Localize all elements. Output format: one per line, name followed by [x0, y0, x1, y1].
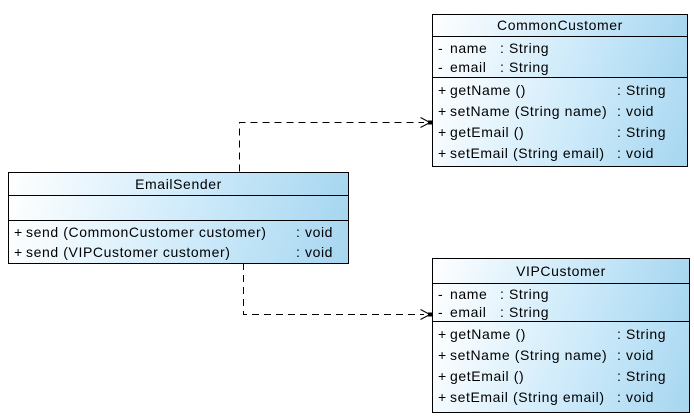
attributes-compartment-empty[interactable] — [9, 196, 348, 221]
method-row[interactable]: + send (CommonCustomer customer) : void — [9, 222, 348, 242]
connector-endpoint-dot — [428, 120, 432, 125]
method-signature: getEmail () — [450, 124, 525, 140]
method-return-type: : void — [617, 145, 655, 161]
class-title[interactable]: CommonCustomer — [433, 15, 687, 37]
method-return-type: : String — [617, 82, 667, 98]
method-signature: setName (String name) — [450, 103, 608, 119]
method-row[interactable]: + setName (String name) : void — [433, 345, 689, 366]
method-signature: getName () — [450, 326, 527, 342]
attribute-type: : String — [500, 304, 550, 320]
attribute-type: : String — [500, 40, 550, 56]
method-return-type: : void — [617, 103, 655, 119]
visibility-marker: - — [438, 304, 444, 320]
methods-compartment: + send (CommonCustomer customer) : void … — [9, 221, 348, 263]
attributes-compartment: - name : String - email : String — [433, 37, 687, 78]
method-row[interactable]: + getName () : String — [433, 324, 689, 345]
method-row[interactable]: + getName () : String — [433, 80, 687, 101]
methods-compartment: + getName () : String + setName (String … — [433, 78, 687, 166]
visibility-marker: + — [438, 368, 447, 384]
visibility-marker: - — [438, 59, 444, 75]
visibility-marker: + — [14, 224, 23, 240]
attribute-row[interactable]: - email : String — [433, 303, 689, 321]
method-signature: setEmail (String email) — [450, 145, 605, 161]
methods-compartment: + getName () : String + setName (String … — [433, 322, 689, 412]
visibility-marker: + — [438, 326, 447, 342]
visibility-marker: - — [438, 286, 444, 302]
method-row[interactable]: + setName (String name) : void — [433, 101, 687, 122]
method-signature: send (CommonCustomer customer) — [26, 224, 267, 240]
method-signature: setEmail (String email) — [450, 389, 605, 405]
attributes-compartment: - name : String - email : String — [433, 284, 689, 322]
method-return-type: : void — [296, 224, 334, 240]
attribute-name: email — [450, 59, 487, 75]
dependency-line — [243, 263, 424, 315]
method-row[interactable]: + getEmail () : String — [433, 366, 689, 387]
method-signature: getName () — [450, 82, 527, 98]
attribute-row[interactable]: - name : String — [433, 39, 687, 58]
dependency-arrow-emailsender-vipcustomer[interactable] — [243, 263, 433, 320]
visibility-marker: + — [438, 124, 447, 140]
method-return-type: : String — [617, 326, 667, 342]
method-return-type: : String — [617, 368, 667, 384]
method-return-type: : void — [617, 347, 655, 363]
method-return-type: : void — [296, 244, 334, 260]
attribute-name: name — [450, 286, 488, 302]
method-signature: send (VIPCustomer customer) — [26, 244, 231, 260]
visibility-marker: + — [438, 389, 447, 405]
method-return-type: : void — [617, 389, 655, 405]
visibility-marker: + — [438, 347, 447, 363]
method-signature: getEmail () — [450, 368, 525, 384]
class-title[interactable]: VIPCustomer — [433, 259, 689, 284]
method-return-type: : String — [617, 124, 667, 140]
dependency-arrow-emailsender-commoncustomer[interactable] — [239, 117, 433, 172]
attribute-type: : String — [500, 286, 550, 302]
class-box-emailsender[interactable]: EmailSender + send (CommonCustomer custo… — [8, 172, 349, 264]
visibility-marker: - — [438, 40, 444, 56]
visibility-marker: + — [14, 244, 23, 260]
visibility-marker: + — [438, 145, 447, 161]
method-row[interactable]: + getEmail () : String — [433, 122, 687, 143]
class-box-commoncustomer[interactable]: CommonCustomer - name : String - email :… — [432, 14, 688, 167]
class-box-vipcustomer[interactable]: VIPCustomer - name : String - email : St… — [432, 258, 690, 413]
method-row[interactable]: + setEmail (String email) : void — [433, 387, 689, 408]
method-signature: setName (String name) — [450, 347, 608, 363]
method-row[interactable]: + send (VIPCustomer customer) : void — [9, 242, 348, 262]
attribute-name: name — [450, 40, 488, 56]
attribute-type: : String — [500, 59, 550, 75]
visibility-marker: + — [438, 103, 447, 119]
attribute-row[interactable]: - name : String — [433, 285, 689, 303]
method-row[interactable]: + setEmail (String email) : void — [433, 143, 687, 164]
visibility-marker: + — [438, 82, 447, 98]
connector-endpoint-dot — [428, 312, 432, 317]
dependency-line — [239, 122, 424, 172]
class-title[interactable]: EmailSender — [9, 173, 348, 196]
attribute-row[interactable]: - email : String — [433, 58, 687, 77]
attribute-name: email — [450, 304, 487, 320]
